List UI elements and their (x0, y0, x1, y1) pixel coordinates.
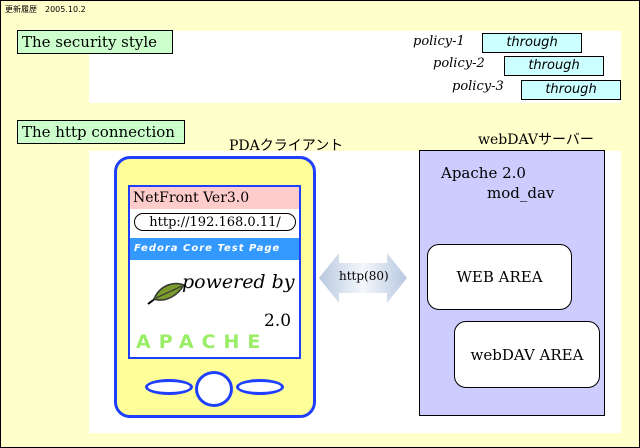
webdav-area-label: webDAV AREA (470, 345, 584, 364)
apache-wordmark: APACHE (136, 331, 269, 353)
pda-right-button (236, 379, 284, 395)
powered-by-text: powered by (182, 271, 295, 293)
web-area-label: WEB AREA (456, 268, 543, 286)
security-style-label: The security style (17, 30, 173, 54)
url-bar: http://192.168.0.11/ (134, 213, 296, 231)
pda-screen: NetFront Ver3.0 http://192.168.0.11/ Fed… (128, 185, 301, 359)
policy-2-label: policy-2 (433, 56, 485, 71)
browser-title: NetFront Ver3.0 (130, 187, 299, 209)
apache-version: 2.0 (264, 311, 292, 331)
web-area-box: WEB AREA (427, 244, 572, 310)
pda-center-button (195, 371, 233, 407)
header-note: 更新履歴 2005.10.2 (5, 5, 86, 14)
server-module: mod_dav (487, 184, 555, 202)
http-connection-label: The http connection (17, 120, 185, 144)
pda-left-button (145, 379, 193, 395)
policy-3-label: policy-3 (452, 79, 504, 94)
server-software: Apache 2.0 (441, 164, 526, 182)
policy-2-value: through (504, 56, 604, 76)
connection-label: http(80) (339, 269, 389, 283)
webdav-server-title: webDAVサーバー (478, 132, 594, 148)
pda-client-title: PDAクライアント (229, 138, 344, 154)
test-page-banner: Fedora Core Test Page (130, 238, 299, 260)
webdav-area-box: webDAV AREA (454, 321, 600, 388)
apache-feather-icon (144, 279, 186, 313)
policy-1-label: policy-1 (413, 34, 465, 49)
policy-3-value: through (521, 80, 621, 100)
policy-1-value: through (482, 33, 582, 53)
double-arrow-icon (319, 253, 407, 307)
